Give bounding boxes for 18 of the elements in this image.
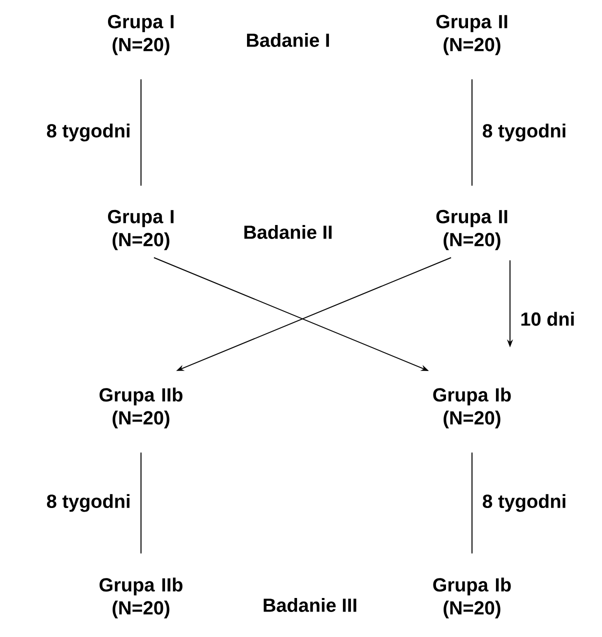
group-label: Grupa I (N=20) [108,210,174,250]
study-label: Badanie III [264,598,356,612]
connector-line [140,452,142,554]
group-label: Grupa IIb (N=20) [100,578,182,618]
group-label: Grupa IIb (N=20) [100,388,182,428]
group-label: Grupa Ib (N=20) [433,578,511,618]
duration-label: 8 tygodni [482,494,566,512]
duration-label: 8 tygodni [46,124,130,142]
duration-label: 8 tygodni [46,494,130,512]
duration-label: 10 dni [521,312,574,326]
group-label: Grupa Ib (N=20) [433,388,511,428]
duration-label: 8 tygodni [482,124,566,142]
study-label: Badanie II [244,225,332,239]
group-label: Grupa II (N=20) [436,14,508,56]
group-label: Grupa I (N=20) [108,14,174,56]
connector-line [140,78,142,186]
study-label: Badanie I [247,33,329,47]
group-label: Grupa II (N=20) [436,210,508,250]
